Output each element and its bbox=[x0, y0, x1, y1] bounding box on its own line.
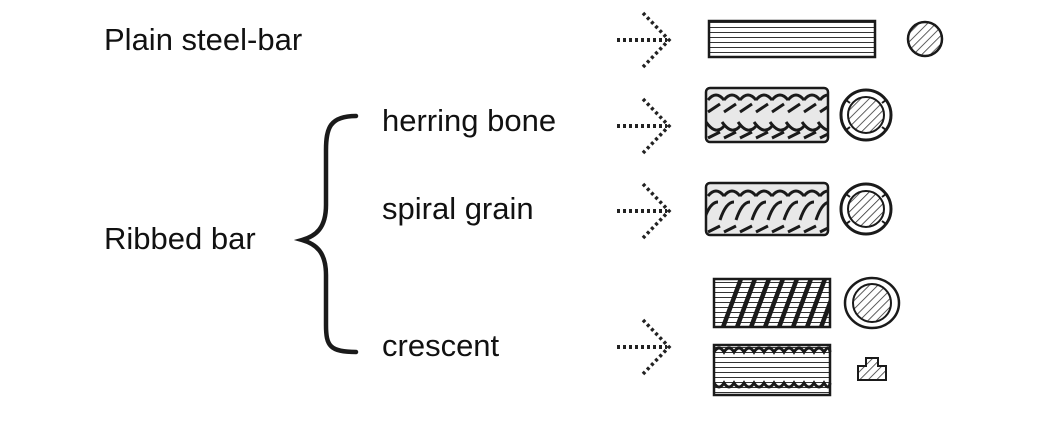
arrow-icon bbox=[617, 182, 672, 240]
spiral-grain-bar-icon bbox=[704, 181, 830, 237]
plain-bar-icon bbox=[707, 19, 877, 59]
cross-section-icon bbox=[906, 20, 944, 58]
plain-steel-bar-label: Plain steel-bar bbox=[104, 22, 303, 57]
arrow-icon bbox=[617, 11, 672, 69]
arrow-icon bbox=[617, 318, 672, 376]
cross-section-icon bbox=[843, 276, 901, 330]
ribbed-bar-label: Ribbed bar bbox=[104, 221, 256, 256]
herring-bone-label: herring bone bbox=[382, 103, 557, 138]
curly-brace bbox=[293, 113, 359, 355]
cross-section-icon bbox=[857, 357, 887, 381]
herring-bone-bar-icon bbox=[704, 86, 830, 144]
crescent-bar-icon bbox=[712, 343, 832, 397]
cross-section-icon bbox=[839, 88, 893, 142]
crescent-label: crescent bbox=[382, 328, 500, 363]
spiral-grain-label: spiral grain bbox=[382, 191, 534, 226]
arrow-icon bbox=[617, 97, 672, 155]
cross-section-icon bbox=[839, 182, 893, 236]
crescent-bar-icon bbox=[712, 277, 832, 329]
